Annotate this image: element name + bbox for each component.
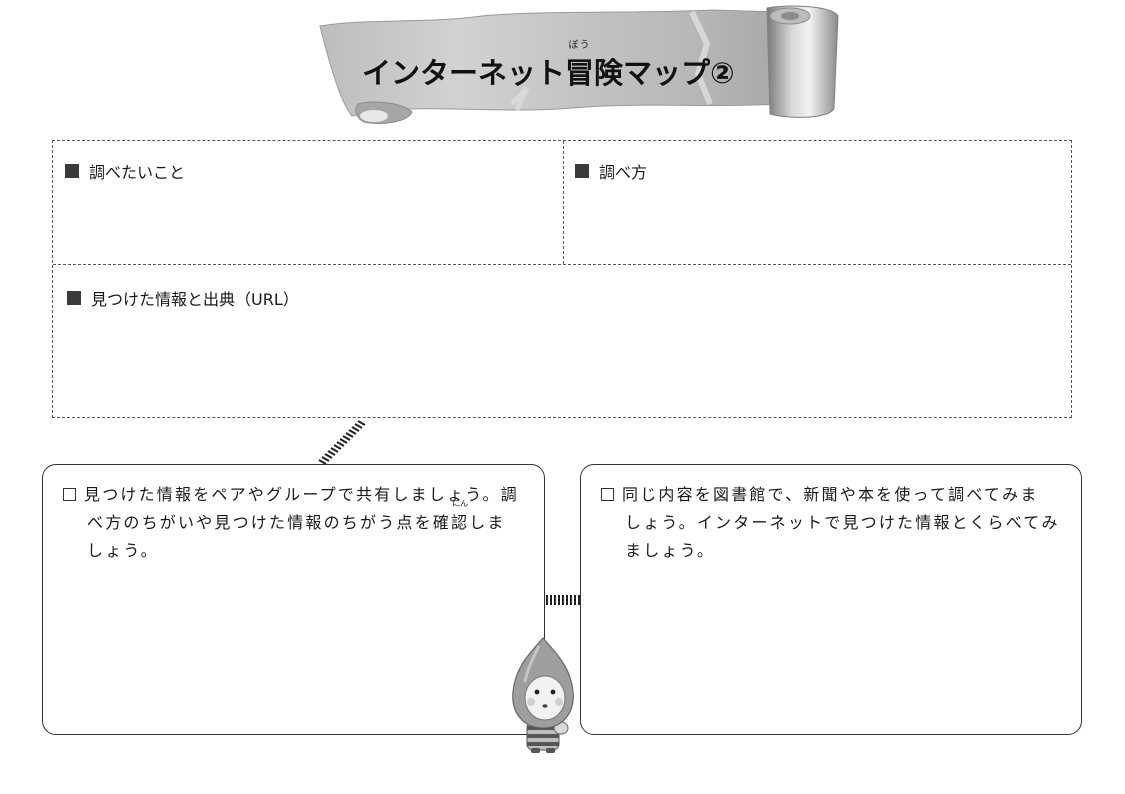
- square-bullet-icon: [65, 164, 79, 178]
- share-ruby-base: 認: [451, 513, 470, 532]
- worksheet-table: 調べたいこと 調べ方 見つけた情報と出典（URL）: [52, 140, 1072, 418]
- library-line-1-text: 同じ内容を図書館で、新聞や本を使って調べてみま: [622, 485, 1039, 504]
- page-title: インターネットぼう冒険マップ②: [362, 40, 735, 92]
- page-title-area: インターネットぼう冒険マップ②: [362, 38, 782, 98]
- title-banner: [312, 4, 842, 128]
- share-ruby-reading: にん: [452, 499, 469, 508]
- title-part-1: インターネット: [362, 56, 566, 90]
- cell-label-research-topic-text: 調べたいこと: [89, 163, 186, 182]
- library-line-1: 同じ内容を図書館で、新聞や本を使って調べてみま: [601, 485, 1039, 504]
- share-line-1-text: 見つけた情報をペアやグループで共有しましょう。調: [84, 485, 519, 504]
- library-research-box: 同じ内容を図書館で、新聞や本を使って調べてみま しょう。インターネットで見つけた…: [580, 464, 1082, 735]
- title-ruby-reading: ぼう: [568, 40, 591, 51]
- share-ruby-word: にん認: [451, 500, 470, 537]
- share-line-2: べ方のちがいや見つけた情報のちがう点を確にん認しま: [63, 500, 532, 537]
- library-line-2: しょう。インターネットで見つけた情報とくらべてみ: [625, 513, 1060, 532]
- checkbox-icon[interactable]: [63, 488, 76, 501]
- cell-label-found-info-text: 見つけた情報と出典（URL）: [91, 290, 299, 309]
- diagonal-connector-icon: [318, 420, 366, 465]
- table-horizontal-divider: [53, 264, 1071, 265]
- share-line-2-text-a: べ方のちがいや見つけた情報のちがう点を確: [87, 513, 452, 532]
- title-ruby-base: 冒: [565, 56, 595, 90]
- title-part-2: 険マップ②: [594, 56, 735, 90]
- cell-label-research-method: 調べ方: [575, 159, 647, 183]
- library-research-instructions: 同じ内容を図書館で、新聞や本を使って調べてみま しょう。インターネットで見つけた…: [601, 481, 1069, 565]
- scroll-banner-icon: [319, 5, 839, 125]
- table-vertical-divider: [563, 141, 564, 264]
- library-line-3: ましょう。: [625, 541, 716, 560]
- share-with-group-box: 見つけた情報をペアやグループで共有しましょう。調 べ方のちがいや見つけた情報のち…: [42, 464, 545, 735]
- checkbox-icon[interactable]: [601, 488, 614, 501]
- middle-connector-icon: [546, 595, 580, 605]
- share-line-3: しょう。: [87, 541, 159, 560]
- share-line-1: 見つけた情報をペアやグループで共有しましょう。調: [63, 485, 519, 504]
- square-bullet-icon: [67, 291, 81, 305]
- title-ruby-word: ぼう冒: [565, 40, 595, 92]
- share-line-2-text-b: しま: [469, 513, 506, 532]
- cell-label-research-method-text: 調べ方: [599, 163, 648, 182]
- hooded-character-icon: [512, 637, 574, 753]
- share-with-group-instructions: 見つけた情報をペアやグループで共有しましょう。調 べ方のちがいや見つけた情報のち…: [63, 481, 532, 565]
- cell-label-research-topic: 調べたいこと: [65, 159, 185, 183]
- cell-label-found-info: 見つけた情報と出典（URL）: [67, 286, 299, 310]
- square-bullet-icon: [575, 164, 589, 178]
